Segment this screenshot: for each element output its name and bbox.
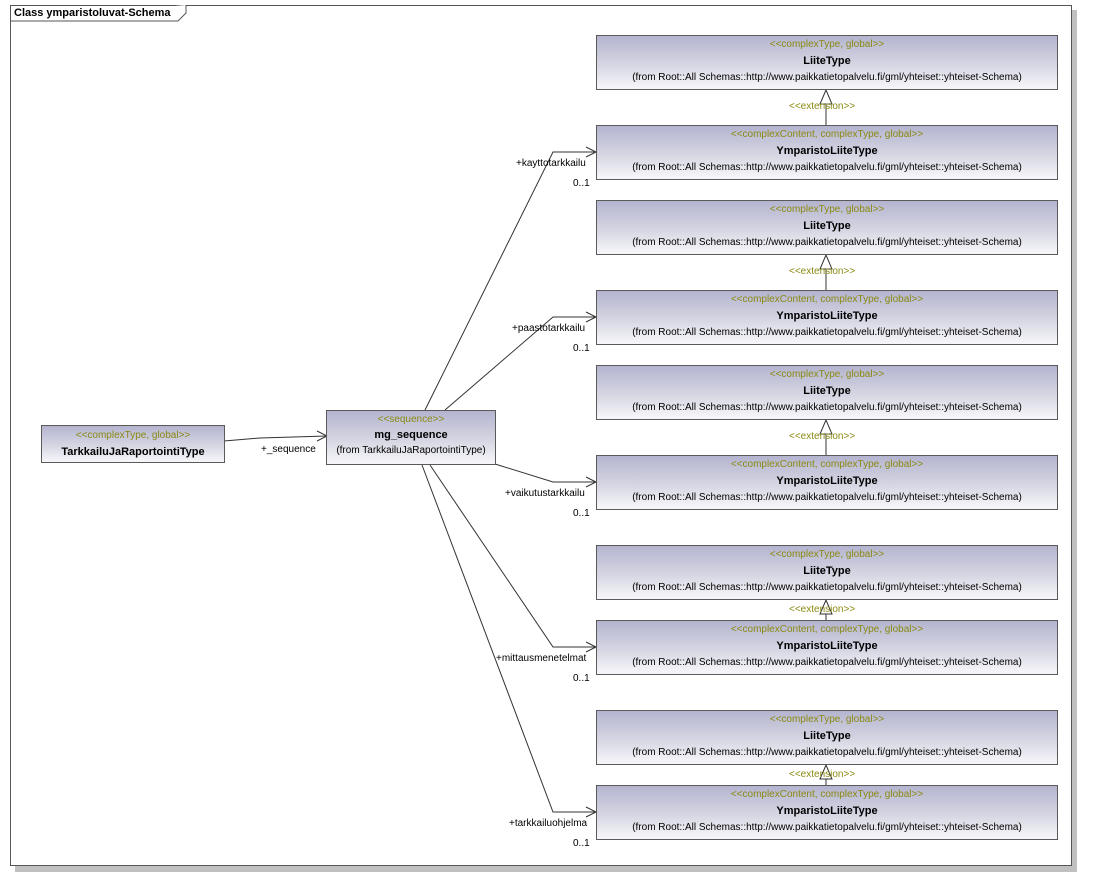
- class-liitetype-1[interactable]: <<complexType, global>> LiiteType (from …: [596, 35, 1058, 90]
- extension-label-2: <<extension>>: [789, 266, 856, 277]
- class-liitetype-3[interactable]: <<complexType, global>> LiiteType (from …: [596, 365, 1058, 420]
- stereotype-label: <<complexContent, complexType, global>>: [730, 624, 924, 635]
- class-ymparistoliitetype-2[interactable]: <<complexContent, complexType, global>> …: [596, 290, 1058, 345]
- extension-label-5: <<extension>>: [789, 769, 856, 780]
- class-origin: (from Root::All Schemas::http://www.paik…: [632, 402, 1022, 413]
- class-name: LiiteType: [803, 55, 851, 67]
- sequence-mg-sequence[interactable]: <<sequence>> mg_sequence (from Tarkkailu…: [326, 410, 496, 465]
- class-name: YmparistoLiiteType: [776, 805, 878, 817]
- class-name: LiiteType: [803, 730, 851, 742]
- multiplicity-kayttotarkkailu: 0..1: [573, 178, 590, 189]
- extension-label-3: <<extension>>: [789, 431, 856, 442]
- diagram-title: Class ymparistoluvat-Schema: [14, 7, 171, 19]
- class-liitetype-5[interactable]: <<complexType, global>> LiiteType (from …: [596, 710, 1058, 765]
- multiplicity-tarkkailuohjelma: 0..1: [573, 838, 590, 849]
- class-name: LiiteType: [803, 385, 851, 397]
- class-tarkkailujaraportointitype[interactable]: <<complexType, global>> TarkkailuJaRapor…: [41, 425, 225, 463]
- multiplicity-mittausmenetelmat: 0..1: [573, 673, 590, 684]
- class-name: LiiteType: [803, 220, 851, 232]
- stereotype-label: <<complexType, global>>: [769, 39, 885, 50]
- stereotype-label: <<complexType, global>>: [769, 549, 885, 560]
- class-origin: (from Root::All Schemas::http://www.paik…: [632, 582, 1022, 593]
- class-name: TarkkailuJaRaportointiType: [61, 446, 205, 458]
- class-ymparistoliitetype-1[interactable]: <<complexContent, complexType, global>> …: [596, 125, 1058, 180]
- stereotype-label: <<complexType, global>>: [75, 430, 191, 441]
- class-origin: (from Root::All Schemas::http://www.paik…: [632, 237, 1022, 248]
- title-tab-outline: [10, 5, 187, 22]
- sequence-origin: (from TarkkailuJaRaportointiType): [336, 445, 486, 456]
- class-liitetype-2[interactable]: <<complexType, global>> LiiteType (from …: [596, 200, 1058, 255]
- extension-label-4: <<extension>>: [789, 604, 856, 615]
- role-label-vaikutustarkkailu: +vaikutustarkkailu: [505, 488, 585, 499]
- class-ymparistoliitetype-3[interactable]: <<complexContent, complexType, global>> …: [596, 455, 1058, 510]
- class-origin: (from Root::All Schemas::http://www.paik…: [632, 327, 1022, 338]
- class-name: LiiteType: [803, 565, 851, 577]
- role-label-tarkkailuohjelma: +tarkkailuohjelma: [509, 818, 588, 829]
- class-name: YmparistoLiiteType: [776, 145, 878, 157]
- class-ymparistoliitetype-5[interactable]: <<complexContent, complexType, global>> …: [596, 785, 1058, 840]
- class-origin: (from Root::All Schemas::http://www.paik…: [632, 492, 1022, 503]
- role-label-mittausmenetelmat: +mittausmenetelmat: [496, 653, 587, 664]
- stereotype-label: <<sequence>>: [377, 414, 445, 425]
- role-label-kayttotarkkailu: +kayttotarkkailu: [516, 158, 586, 169]
- stereotype-label: <<complexType, global>>: [769, 369, 885, 380]
- stereotype-label: <<complexContent, complexType, global>>: [730, 294, 924, 305]
- stereotype-label: <<complexType, global>>: [769, 204, 885, 215]
- stereotype-label: <<complexType, global>>: [769, 714, 885, 725]
- extension-label-1: <<extension>>: [789, 101, 856, 112]
- sequence-name: mg_sequence: [374, 429, 448, 441]
- class-origin: (from Root::All Schemas::http://www.paik…: [632, 162, 1022, 173]
- class-origin: (from Root::All Schemas::http://www.paik…: [632, 747, 1022, 758]
- multiplicity-paastotarkkailu: 0..1: [573, 343, 590, 354]
- class-name: YmparistoLiiteType: [776, 310, 878, 322]
- stereotype-label: <<complexContent, complexType, global>>: [730, 789, 924, 800]
- multiplicity-vaikutustarkkailu: 0..1: [573, 508, 590, 519]
- role-label-paastotarkkailu: +paastotarkkailu: [512, 323, 586, 334]
- class-origin: (from Root::All Schemas::http://www.paik…: [632, 822, 1022, 833]
- class-name: YmparistoLiiteType: [776, 475, 878, 487]
- class-name: YmparistoLiiteType: [776, 640, 878, 652]
- class-origin: (from Root::All Schemas::http://www.paik…: [632, 657, 1022, 668]
- class-ymparistoliitetype-4[interactable]: <<complexContent, complexType, global>> …: [596, 620, 1058, 675]
- class-origin: (from Root::All Schemas::http://www.paik…: [632, 72, 1022, 83]
- class-liitetype-4[interactable]: <<complexType, global>> LiiteType (from …: [596, 545, 1058, 600]
- stereotype-label: <<complexContent, complexType, global>>: [730, 459, 924, 470]
- sequence-role-label: +_sequence: [261, 444, 316, 455]
- stereotype-label: <<complexContent, complexType, global>>: [730, 129, 924, 140]
